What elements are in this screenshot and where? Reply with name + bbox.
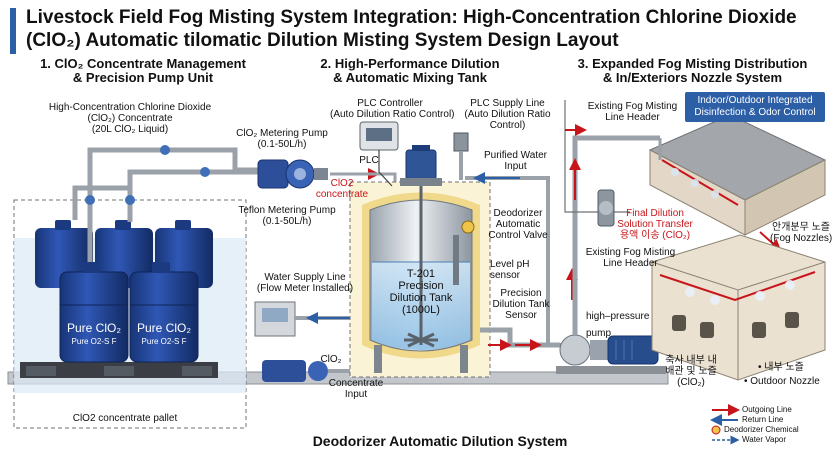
plc-label: PLC — [359, 155, 379, 166]
level-sensor — [453, 235, 459, 285]
legend-outgoing: Outgoing Line — [742, 405, 792, 414]
section-3-heading: 3. Expanded Fog Misting Distribution & I… — [577, 56, 808, 85]
plc-supply-label: PLC Supply Line (Auto Dilution Ratio Con… — [464, 98, 551, 131]
transfer-label: Final Dilution Solution Transfer 용액 이송 (… — [617, 208, 693, 241]
purified-water-label: Purified Water Input — [484, 150, 547, 172]
water-supply-label: Water Supply Line (Flow Meter Installed) — [256, 272, 354, 294]
legend-vapor: Water Vapor — [742, 435, 787, 444]
metering-pump-label: ClO₂ Metering Pump (0.1-50L/h) — [236, 128, 328, 150]
plc-supply-valve — [453, 132, 469, 152]
tank-label: T-201 Precision Dilution Tank (1000L) — [389, 268, 453, 316]
hp-pump-label: high–pressure pump — [586, 311, 650, 339]
clo2-concentrate-label: ClO2 concentrate — [315, 178, 369, 200]
concentrate-input-label: Concentrate Input — [328, 378, 384, 400]
plc-controller-label: PLC Controller (Auto Dilution Ratio Cont… — [330, 98, 455, 120]
section-1-heading: 1. ClO₂ Concentrate Management & Precisi… — [40, 56, 246, 85]
title-line-1: Livestock Field Fog Misting System Integ… — [26, 7, 797, 28]
legend-return: Return Line — [742, 415, 784, 424]
legend-swatches — [710, 404, 740, 445]
dilution-tank — [362, 175, 480, 373]
page-title: Livestock Field Fog Misting System Integ… — [26, 6, 826, 52]
agitator-motor — [400, 145, 442, 186]
title-line-2: (ClO₂) Automatic tilomatic Dilution Mist… — [26, 30, 619, 51]
header-bottom-label: Existing Fog Misting Line Header — [585, 247, 676, 269]
deodorizer-valve-label: Deodorizer Automatic Control Valve — [488, 208, 548, 241]
clo2-drums — [35, 220, 213, 363]
inner-piping-label: 축사 내부 내 배관 및 노즐 (ClO₂) — [665, 355, 717, 388]
level-sensor-label: Level pH sensor — [490, 259, 530, 281]
concentrate-label: High-Concentration Chlorine Dioxide (ClO… — [48, 102, 212, 135]
inner-nozzle-label: • 내부 노즐 — [758, 362, 804, 373]
high-pressure-pump — [556, 334, 666, 374]
outdoor-nozzle-label: • Outdoor Nozzle — [744, 376, 820, 387]
barn-bottom — [651, 234, 826, 381]
section-2-heading: 2. High-Performance Dilution & Automatic… — [320, 56, 500, 85]
legend-chemical: Deodorizer Chemical — [724, 425, 799, 434]
concentrate-pipes — [72, 147, 270, 262]
fog-nozzles-label: 안개분무 노즐 (Fog Nozzles) — [770, 222, 833, 244]
title-block: Livestock Field Fog Misting System Integ… — [10, 6, 825, 56]
barn-top — [648, 114, 827, 236]
title-accent-bar — [10, 8, 16, 54]
pallet-label: ClO2 concentrate pallet — [72, 413, 178, 424]
footer-title: Deodorizer Automatic Dilution System — [312, 433, 568, 449]
integration-banner: Indoor/Outdoor Integrated Disinfection &… — [685, 92, 825, 122]
teflon-pump-label: Teflon Metering Pump (0.1-50L/h) — [238, 205, 336, 227]
clo2-input-label: ClO₂ — [320, 354, 342, 365]
drum-label-right: Pure ClO₂ Pure O2-S F — [136, 321, 191, 347]
metering-pump — [257, 159, 328, 189]
precision-sensor-label: Precision Dilution Tank Sensor — [492, 288, 550, 321]
deodorizer-valve — [461, 220, 475, 234]
header-top-label: Existing Fog Misting Line Header — [587, 101, 678, 123]
drum-label-left: Pure ClO₂ Pure O2-S F — [66, 321, 121, 347]
